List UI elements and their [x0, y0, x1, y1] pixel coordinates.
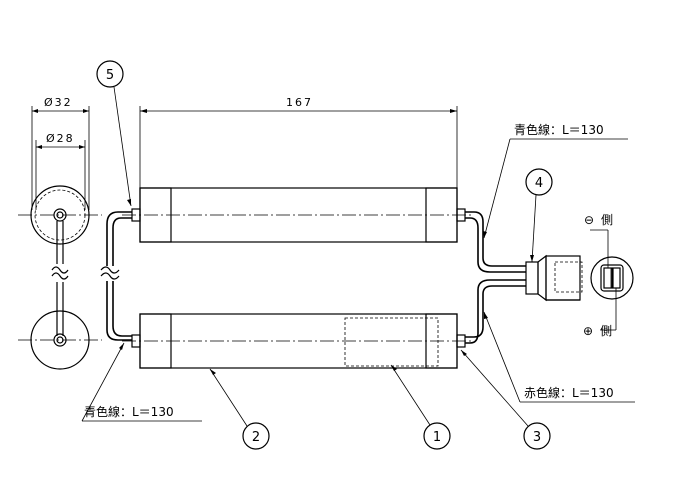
callout-5 — [96, 60, 124, 88]
callout-1 — [423, 422, 451, 450]
plus-side-label: 側 — [600, 324, 612, 338]
callout-2 — [242, 422, 270, 450]
label-area — [344, 317, 439, 367]
callout-4 — [525, 168, 553, 196]
connector — [525, 254, 583, 302]
end-circle-top — [30, 185, 90, 245]
inner-diameter-label: Ø28 — [46, 132, 75, 145]
svg-text:3: 3 — [533, 430, 541, 445]
svg-text:1: 1 — [433, 430, 441, 445]
svg-text:2: 2 — [252, 430, 260, 445]
wire-label-leaders — [81, 138, 635, 422]
minus-symbol: ⊖ — [584, 213, 594, 227]
outer-diameter-label: Ø32 — [44, 96, 73, 109]
callout-3 — [523, 422, 551, 450]
connector-end-view — [590, 229, 634, 331]
top-cell-tube — [122, 187, 472, 243]
callouts: 5 4 2 1 3 — [96, 60, 553, 450]
right-wires — [465, 211, 526, 344]
left-interconnect-wire — [100, 211, 132, 341]
length-label: 167 — [286, 96, 313, 109]
red-wire-label: 赤色線：L＝130 — [524, 385, 614, 400]
svg-text:4: 4 — [535, 176, 543, 191]
bottom-cell-tube — [122, 313, 472, 369]
blue-wire-bottom-label: 青色線：L＝130 — [84, 404, 174, 419]
length-dimension: 167 — [139, 96, 458, 190]
minus-side-label: 側 — [601, 213, 613, 227]
blue-wire-top-label: 青色線：L＝130 — [514, 122, 604, 137]
end-view: Ø32 Ø28 — [18, 96, 102, 370]
end-circle-bottom — [30, 310, 90, 370]
svg-text:5: 5 — [106, 68, 114, 83]
plus-symbol: ⊕ — [583, 324, 593, 338]
